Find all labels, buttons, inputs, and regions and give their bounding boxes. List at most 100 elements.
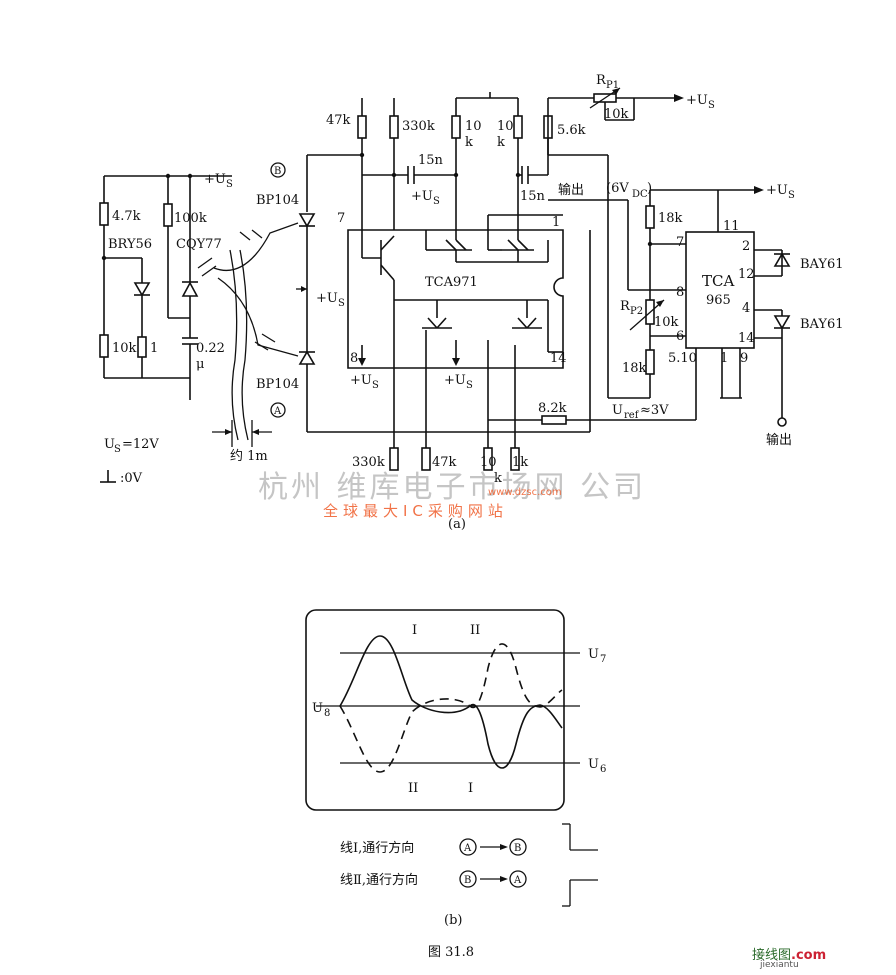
svg-text:S: S: [114, 444, 121, 455]
svg-text:B: B: [464, 875, 471, 886]
svg-text:8: 8: [350, 351, 358, 366]
svg-text:0.22: 0.22: [196, 341, 225, 356]
svg-text:R: R: [620, 299, 631, 314]
svg-text:S: S: [372, 380, 379, 391]
scope-labels: I II II I U 7 U 8 U 6: [312, 623, 606, 796]
svg-text:≈3V: ≈3V: [640, 403, 669, 418]
svg-text:DC: DC: [632, 189, 648, 200]
svg-text:(b): (b): [444, 913, 462, 928]
svg-text:R: R: [596, 73, 607, 88]
svg-text:U: U: [104, 437, 115, 452]
svg-text:+U: +U: [411, 189, 433, 204]
svg-text:=12V: =12V: [122, 437, 159, 452]
corner-dotcom: .com: [791, 948, 827, 963]
svg-text:BP104: BP104: [256, 377, 299, 392]
svg-text:S: S: [708, 100, 715, 111]
svg-text:P2: P2: [630, 306, 643, 317]
svg-text:8: 8: [676, 285, 684, 300]
svg-text:7: 7: [337, 211, 345, 226]
svg-text:输出: 输出: [766, 432, 792, 448]
svg-text:μ: μ: [196, 357, 204, 372]
svg-text:U: U: [588, 647, 599, 662]
svg-text:1: 1: [150, 341, 158, 356]
svg-text:): ): [647, 181, 652, 196]
svg-text:11: 11: [723, 219, 740, 234]
svg-text:+U: +U: [686, 93, 708, 108]
svg-text:图 31.8: 图 31.8: [428, 945, 474, 960]
watermark-main: 杭州 维库电子市场网 公司: [258, 470, 647, 505]
svg-text:TCA971: TCA971: [425, 275, 478, 290]
svg-text:12: 12: [738, 267, 755, 282]
svg-text:14: 14: [738, 331, 755, 346]
svg-text:10k: 10k: [604, 107, 629, 122]
svg-text:10: 10: [497, 119, 514, 134]
svg-text:TCA: TCA: [702, 272, 734, 290]
svg-text:S: S: [433, 196, 440, 207]
svg-text:线Ⅰ,通行方向: 线Ⅰ,通行方向: [340, 840, 414, 856]
svg-text:k: k: [497, 135, 505, 150]
svg-text:B: B: [514, 843, 521, 854]
svg-text::0V: :0V: [120, 471, 143, 486]
svg-text:+U: +U: [444, 373, 466, 388]
svg-text:II: II: [408, 781, 418, 796]
svg-text:47k: 47k: [326, 113, 351, 128]
svg-text:S: S: [466, 380, 473, 391]
svg-text:k: k: [494, 471, 502, 486]
svg-text:4.7k: 4.7k: [112, 209, 141, 224]
tca965-section: [548, 87, 791, 427]
svg-text:S: S: [788, 190, 795, 201]
svg-text:47k: 47k: [432, 455, 457, 470]
svg-text:18k: 18k: [622, 361, 647, 376]
svg-text:5.10: 5.10: [668, 351, 697, 366]
svg-text:4: 4: [742, 301, 750, 316]
svg-text:S: S: [338, 298, 345, 309]
svg-text:7: 7: [676, 235, 684, 250]
svg-text:10: 10: [480, 455, 497, 470]
svg-text:A: A: [513, 875, 522, 886]
svg-text:约 1m: 约 1m: [230, 449, 268, 464]
svg-text:14: 14: [550, 351, 567, 366]
svg-text:S: S: [226, 179, 233, 190]
svg-text:输出: 输出: [558, 182, 584, 198]
svg-text:+U: +U: [766, 183, 788, 198]
svg-text:7: 7: [600, 654, 606, 665]
svg-text:BAY61: BAY61: [800, 257, 844, 272]
svg-text:BRY56: BRY56: [108, 237, 152, 252]
svg-text:II: II: [470, 623, 480, 638]
photodiodes: [296, 154, 590, 433]
svg-text:1: 1: [552, 215, 560, 230]
svg-text:U: U: [312, 701, 323, 716]
legend: 线Ⅰ,通行方向 A B 线Ⅱ,通行方向 B A (b) 图 31.8: [340, 823, 598, 960]
svg-text:CQY77: CQY77: [176, 237, 222, 252]
corner-site: jiexiantu: [760, 960, 799, 970]
transmitter-section: [99, 173, 299, 483]
svg-text:8.2k: 8.2k: [538, 401, 567, 416]
watermark-sub: 全球最大IC采购网站: [323, 502, 508, 520]
svg-text:BAY61: BAY61: [800, 317, 844, 332]
svg-text:9: 9: [740, 351, 748, 366]
svg-text:8: 8: [324, 708, 330, 719]
svg-text:A: A: [273, 406, 282, 417]
svg-text:U: U: [612, 403, 623, 418]
svg-text:965: 965: [706, 293, 731, 308]
svg-text:330k: 330k: [352, 455, 385, 470]
corner-brand-text: 接线图: [752, 948, 792, 963]
svg-text:U: U: [588, 757, 599, 772]
svg-text:B: B: [274, 166, 281, 177]
svg-text:+U: +U: [204, 172, 226, 187]
svg-text:1k: 1k: [512, 455, 528, 470]
svg-text:线Ⅱ,通行方向: 线Ⅱ,通行方向: [340, 872, 418, 888]
watermark-url: www.dzsc.com: [488, 487, 562, 498]
tca971-block: [347, 92, 696, 471]
svg-text:ref: ref: [624, 410, 640, 421]
svg-text:6: 6: [600, 764, 606, 775]
svg-text:+U: +U: [316, 291, 338, 306]
svg-text:+U: +U: [350, 373, 372, 388]
svg-text:10k: 10k: [654, 315, 679, 330]
svg-text:P1: P1: [606, 80, 619, 91]
svg-text:2: 2: [742, 239, 750, 254]
svg-text:I: I: [412, 623, 417, 638]
svg-text:330k: 330k: [402, 119, 435, 134]
svg-text:10k: 10k: [112, 341, 137, 356]
